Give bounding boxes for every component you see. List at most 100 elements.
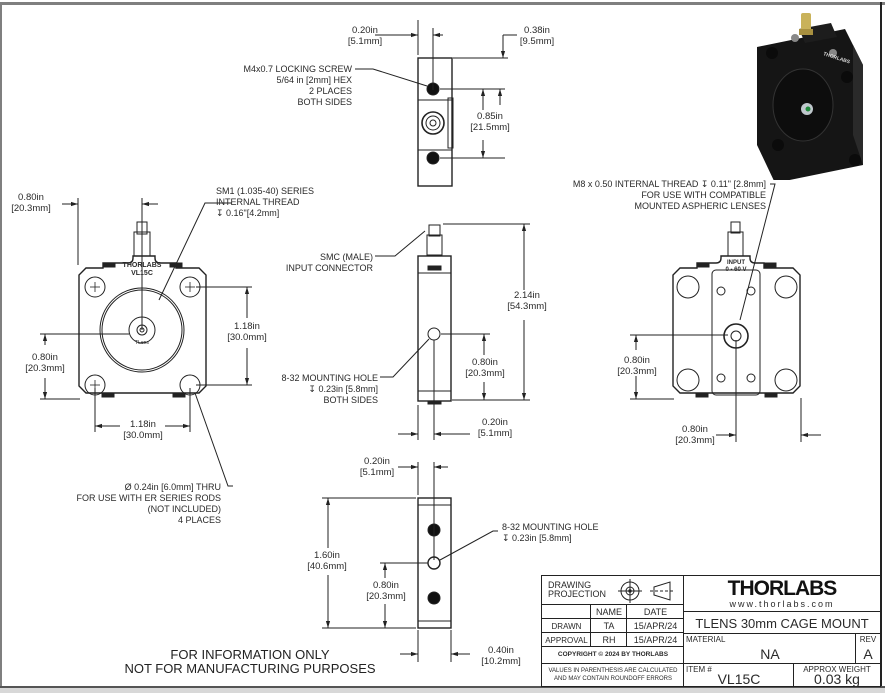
dim-value-in: 0.80in: [682, 424, 708, 435]
dim-bottom-width: 0.40in [10.2mm]: [476, 645, 526, 667]
third-angle-projection-icon: [618, 579, 674, 603]
callout-line: 8-32 MOUNTING HOLE: [281, 373, 378, 383]
tb-copyright: COPYRIGHT © 2024 BY THORLABS: [542, 647, 684, 664]
tb-item-cell: ITEM # VL15C: [684, 664, 794, 687]
bottom-mounting-hole-callout: 8-32 MOUNTING HOLE ↧ 0.23in [5.8mm]: [502, 522, 599, 544]
dim-back-width: 0.80in [20.3mm]: [670, 424, 720, 446]
notice-line: FOR INFORMATION ONLY: [170, 647, 330, 662]
weight-value: 0.03 kg: [814, 671, 860, 687]
tb-title-cell: TLENS 30mm CAGE MOUNT: [684, 612, 880, 634]
callout-line: ↧ 0.23in [5.8mm]: [502, 533, 572, 543]
side-view: [375, 223, 530, 440]
callout-line: FOR USE WITH COMPATIBLE: [641, 190, 766, 200]
front-brand-mark: THORLABS: [122, 262, 162, 269]
side-mounting-hole-callout: 8-32 MOUNTING HOLE ↧ 0.23in [5.8mm] BOTH…: [270, 373, 378, 406]
callout-line: 2 PLACES: [308, 86, 352, 96]
tb-rev-cell: REV A: [856, 634, 880, 664]
col-name-label: NAME: [595, 607, 622, 617]
m8-thread-callout: M8 x 0.50 INTERNAL THREAD ↧ 0.11" [2.8mm…: [560, 179, 766, 212]
side-mounting-hole: [427, 327, 441, 341]
dim-bottom-offset: 0.20in [5.1mm]: [352, 456, 402, 478]
dim-hole-spacing-vertical: 1.18in [30.0mm]: [222, 321, 272, 343]
thorlabs-logo: THORLABS: [727, 577, 838, 600]
tb-approval-date: 15/APR/24: [627, 633, 684, 647]
dim-value-mm: [5.1mm]: [347, 36, 383, 47]
callout-line: INTERNAL THREAD: [216, 197, 300, 207]
bottom-view: [322, 462, 498, 662]
notice-line: NOT FOR MANUFACTURING PURPOSES: [124, 661, 376, 676]
dim-value-mm: [20.3mm]: [366, 591, 406, 602]
dim-value-in: 2.14in: [514, 290, 540, 301]
tb-drawn-role: DRAWN: [542, 619, 591, 633]
tb-material-cell: MATERIAL NA: [684, 634, 856, 664]
dim-value-mm: [54.3mm]: [507, 301, 547, 312]
front-view-body: [78, 255, 207, 394]
dim-bottom-length: 1.60in [40.6mm]: [302, 550, 352, 572]
tb-col-date: DATE: [627, 605, 684, 619]
callout-line: INPUT CONNECTOR: [285, 263, 373, 273]
rod-hole: [676, 368, 700, 392]
rod-hole: [774, 368, 798, 392]
callout-line: (NOT INCLUDED): [147, 504, 221, 514]
callout-line: BOTH SIDES: [297, 97, 352, 107]
callout-line: 5/64 in [2mm] HEX: [276, 75, 352, 85]
rod-hole: [84, 276, 106, 298]
projection-cell: DRAWING PROJECTION: [542, 576, 684, 605]
dim-value-mm: [30.0mm]: [227, 332, 267, 343]
dim-value-mm: [20.3mm]: [25, 363, 65, 374]
callout-line: SM1 (1.035-40) SERIES: [216, 186, 315, 196]
dim-bottom-hole-height: 0.80in [20.3mm]: [361, 580, 411, 602]
callout-line: ↧ 0.16"[4.2mm]: [216, 208, 280, 218]
dim-value-in: 0.80in: [373, 580, 399, 591]
drawing-title: TLENS 30mm CAGE MOUNT: [695, 616, 869, 631]
tb-logo-cell: THORLABS www.thorlabs.com: [684, 576, 880, 612]
side-view-connector: [426, 234, 443, 256]
dim-value-in: 0.20in: [364, 456, 390, 467]
dim-value-in: 0.85in: [477, 111, 503, 122]
callout-line: MOUNTED ASPHERIC LENSES: [634, 201, 766, 211]
values-note-line: AND MAY CONTAIN ROUNDOFF ERRORS: [553, 676, 672, 682]
front-view: [40, 198, 252, 487]
callout-line: 8-32 MOUNTING HOLE: [502, 522, 599, 532]
projection-label: DRAWING PROJECTION: [548, 581, 606, 599]
dim-top-offset: 0.38in [9.5mm]: [512, 25, 562, 47]
locking-screw-bottom: [426, 151, 440, 165]
locking-screw: [427, 591, 441, 605]
callout-line: Ø 0.24in [6.0mm] THRU: [124, 482, 221, 492]
dim-value-in: 1.60in: [314, 550, 340, 561]
locking-screw-callout: M4x0.7 LOCKING SCREW 5/64 in [2mm] HEX 2…: [230, 64, 352, 108]
dim-side-hole-offset: 0.20in [5.1mm]: [470, 417, 520, 439]
material-value: NA: [760, 646, 780, 662]
rod-hole: [774, 275, 798, 299]
name-value: RH: [602, 635, 616, 645]
dim-value-in: 0.80in: [18, 192, 44, 203]
back-view-body: [672, 255, 801, 394]
rod-hole-callout: Ø 0.24in [6.0mm] THRU FOR USE WITH ER SE…: [60, 482, 221, 526]
dim-value-mm: [20.3mm]: [617, 366, 657, 377]
product-render: THORLABS: [757, 13, 863, 180]
dim-value-in: 0.20in: [352, 25, 378, 36]
dim-value-in: 0.80in: [32, 352, 58, 363]
callout-line: 4 PLACES: [177, 515, 221, 525]
website-text: www.thorlabs.com: [729, 599, 835, 609]
rev-label: REV: [859, 635, 877, 644]
dim-side-height: 2.14in [54.3mm]: [502, 290, 552, 312]
sheet-border-top: [0, 2, 885, 5]
projection-label-line: DRAWING: [548, 580, 592, 590]
name-value: TA: [603, 621, 615, 631]
role-label: DRAWN: [551, 622, 582, 631]
input-mark: INPUT: [727, 260, 745, 266]
tb-blank-cell: [542, 605, 591, 619]
top-view-body: [417, 57, 453, 187]
projection-label-line: PROJECTION: [548, 589, 607, 599]
callout-line: M4x0.7 LOCKING SCREW: [243, 64, 352, 74]
callout-line: SMC (MALE): [319, 252, 373, 262]
front-model-mark: VL15C: [131, 270, 153, 277]
dim-value-mm: [20.3mm]: [465, 368, 505, 379]
dim-value-mm: [9.5mm]: [519, 36, 555, 47]
item-label: ITEM #: [686, 665, 712, 674]
dim-value-mm: [10.2mm]: [481, 656, 521, 667]
values-note: VALUES IN PARENTHESIS ARE CALCULATED AND…: [542, 667, 684, 683]
